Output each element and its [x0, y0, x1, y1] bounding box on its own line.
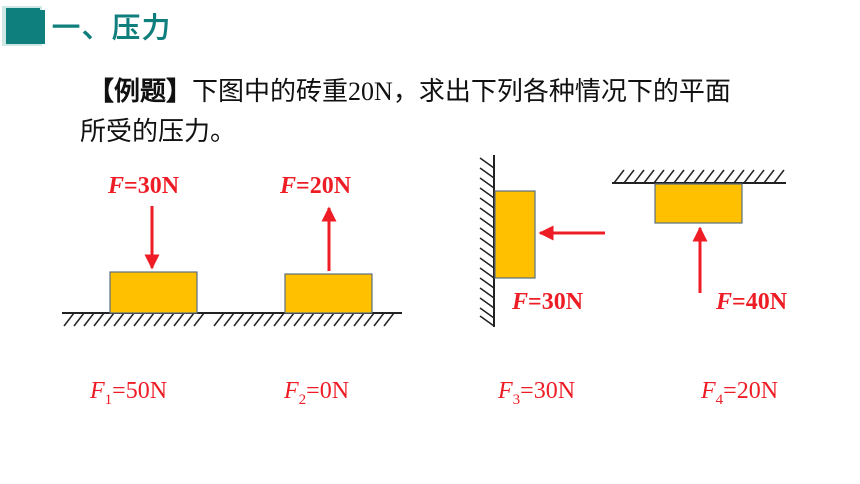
- case-2-diagram: F=20N: [212, 173, 402, 327]
- force-label-3: F=30N: [511, 289, 584, 315]
- force-diagram: F=30N F=20N F=30N: [62, 155, 788, 327]
- force-var-3: F: [511, 289, 528, 315]
- answer-value-3: =30N: [520, 378, 576, 404]
- force-var-2: F: [279, 173, 296, 199]
- answer-sub-3: 3: [512, 391, 521, 408]
- ceiling-hatch: [613, 169, 785, 184]
- section-title: 一、压力: [52, 11, 173, 44]
- force-value-4: =40N: [732, 289, 788, 315]
- ground-hatch-1: [63, 312, 205, 327]
- question-text-a: 下图中的砖重: [192, 77, 349, 107]
- answer-value-4: =20N: [723, 378, 779, 404]
- answer-sub-1: 1: [104, 391, 113, 408]
- question-text-c: 所受的压力。: [80, 117, 237, 147]
- brick-2: [284, 273, 373, 314]
- case-1-diagram: F=30N: [62, 173, 212, 327]
- brick-weight: 20N: [348, 77, 393, 106]
- question-label: 【例题】: [88, 77, 193, 107]
- answer-var-1: F: [90, 378, 105, 404]
- force-label-4: F=40N: [715, 289, 788, 315]
- answer-3: F3=30N: [498, 378, 575, 409]
- ground-hatch-2: [213, 312, 395, 327]
- example-question: 【例题】下图中的砖重20N，求出下列各种情况下的平面 所受的压力。: [80, 72, 808, 152]
- force-var-4: F: [715, 289, 732, 315]
- answer-2: F2=0N: [284, 378, 349, 409]
- answer-var-4: F: [701, 378, 716, 404]
- answer-4: F4=20N: [701, 378, 778, 409]
- question-text-b: ，求出下列各种情况下的平面: [392, 77, 731, 107]
- case-4-diagram: F=40N: [612, 169, 788, 315]
- brick-4: [654, 183, 743, 224]
- header-accent-icon: [2, 6, 45, 46]
- force-value-2: =20N: [296, 173, 352, 199]
- answer-sub-2: 2: [298, 391, 307, 408]
- force-label-2: F=20N: [279, 173, 352, 199]
- wall-hatch: [479, 157, 495, 327]
- answer-value-2: =0N: [306, 378, 350, 404]
- answer-value-1: =50N: [112, 378, 168, 404]
- force-var-1: F: [107, 173, 124, 199]
- case-3-diagram: F=30N: [479, 155, 605, 327]
- answer-sub-4: 4: [715, 391, 724, 408]
- answer-var-2: F: [284, 378, 299, 404]
- brick-3: [494, 190, 536, 279]
- force-label-1: F=30N: [107, 173, 180, 199]
- answer-1: F1=50N: [90, 378, 167, 409]
- force-value-3: =30N: [528, 289, 584, 315]
- answer-var-3: F: [498, 378, 513, 404]
- brick-1: [109, 271, 198, 314]
- force-value-1: =30N: [124, 173, 180, 199]
